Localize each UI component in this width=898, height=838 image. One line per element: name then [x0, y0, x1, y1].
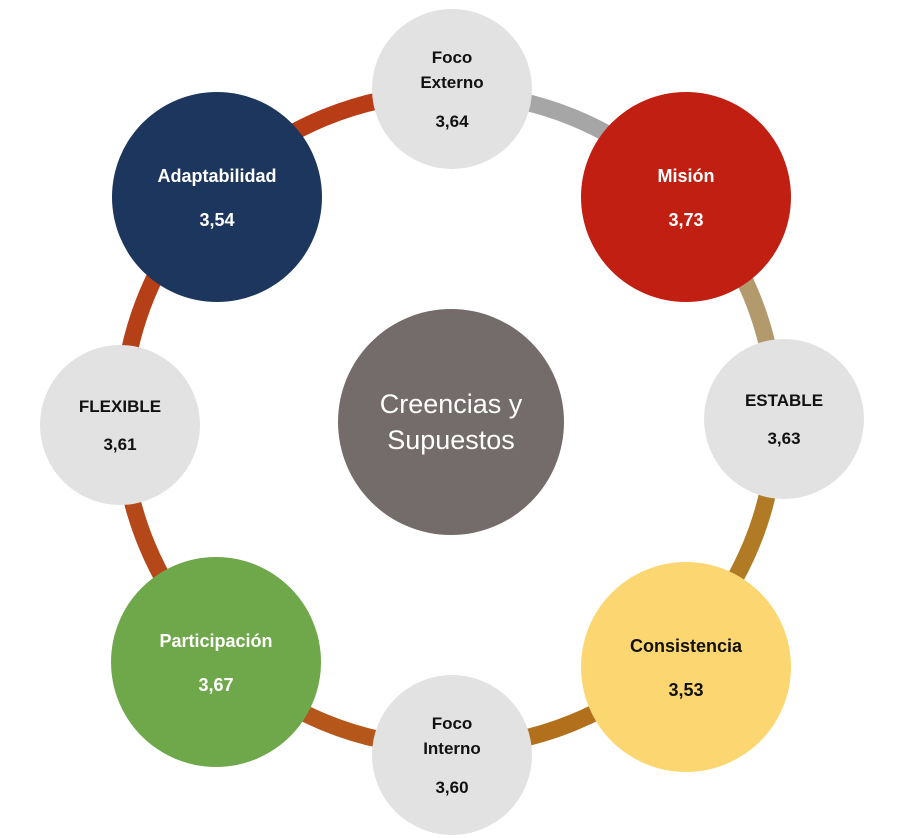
- center-node-text: Creencias y Supuestos: [379, 388, 523, 455]
- node-consistencia: Consistencia 3,53: [581, 562, 791, 772]
- node-adaptabilidad-value: 3,54: [199, 209, 235, 230]
- node-estable: ESTABLE 3,63: [704, 339, 864, 499]
- node-adaptabilidad-label: Adaptabilidad: [157, 166, 277, 187]
- node-mision: Misión 3,73: [581, 92, 791, 302]
- node-participacion-value: 3,67: [198, 674, 234, 695]
- node-mision-value: 3,73: [668, 209, 704, 230]
- node-adaptabilidad: Adaptabilidad 3,54: [112, 92, 322, 302]
- node-estable-value: 3,63: [767, 429, 801, 449]
- node-estable-label: ESTABLE: [744, 390, 824, 410]
- node-participacion-label: Participación: [159, 631, 273, 652]
- node-flexible-label: FLEXIBLE: [78, 396, 162, 416]
- node-participacion: Participación 3,67: [111, 557, 321, 767]
- node-flexible-value: 3,61: [103, 435, 137, 455]
- node-foco-externo-value: 3,64: [435, 111, 469, 131]
- node-flexible: FLEXIBLE 3,61: [40, 345, 200, 505]
- node-consistencia-value: 3,53: [668, 679, 704, 700]
- node-foco-interno: Foco Interno 3,60: [372, 675, 532, 835]
- center-node-creencias-supuestos: Creencias y Supuestos: [338, 309, 564, 535]
- node-foco-externo: Foco Externo 3,64: [372, 9, 532, 169]
- node-foco-externo-label: Foco Externo: [420, 48, 484, 92]
- node-foco-interno-label: Foco Interno: [423, 714, 481, 758]
- node-foco-interno-value: 3,60: [435, 777, 469, 797]
- node-mision-label: Misión: [657, 166, 715, 187]
- node-consistencia-label: Consistencia: [629, 636, 743, 657]
